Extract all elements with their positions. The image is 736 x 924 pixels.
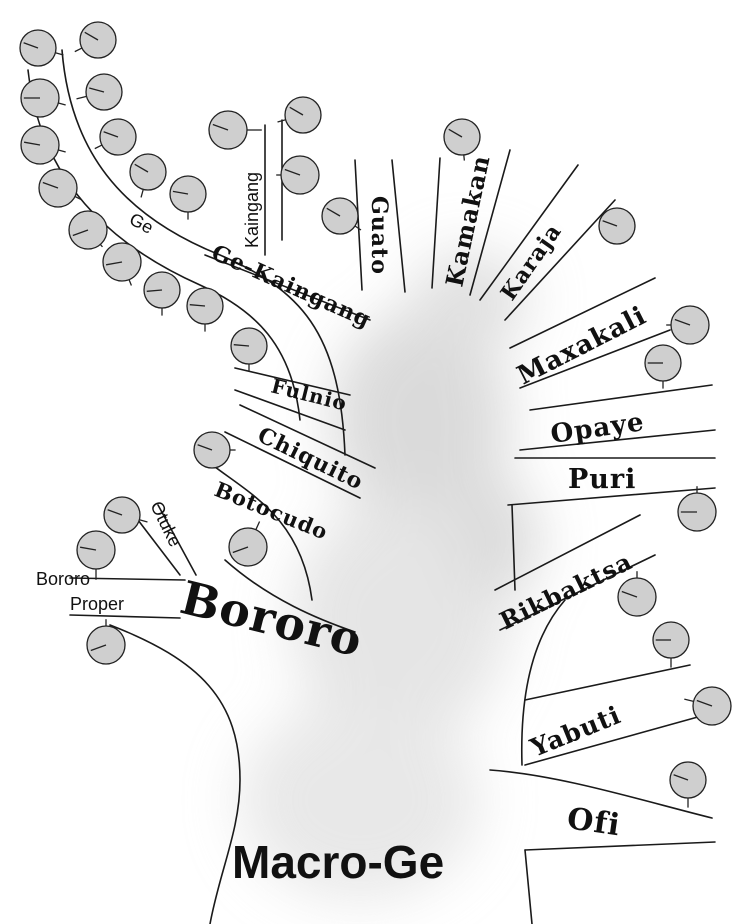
leaf-node <box>209 111 262 149</box>
leaf-node <box>95 119 136 155</box>
leaf-node <box>653 622 689 668</box>
leaf-stem <box>77 96 87 99</box>
leaf-stem <box>141 189 143 197</box>
label-bororo-proper-line2: Proper <box>70 594 124 614</box>
leaf-stem <box>95 145 102 149</box>
bororo-proper-bottom <box>70 615 180 618</box>
leaf-node <box>599 208 635 244</box>
label-otuke: Otuke <box>146 498 185 550</box>
leaf-node <box>21 126 66 164</box>
leaf-stem <box>684 699 693 701</box>
label-ge-kaingang: Ge-Kaingang <box>208 240 375 334</box>
label-bororo-proper-line1: Bororo <box>36 569 90 589</box>
leaf-node <box>194 432 236 468</box>
leaf-node <box>21 79 66 117</box>
label-opaye: Opaye <box>549 407 647 450</box>
leaf-node <box>231 328 267 372</box>
leaf-node <box>69 211 107 249</box>
leaf-node <box>77 74 122 110</box>
trunk-shading <box>240 250 540 900</box>
label-puri: Puri <box>568 464 636 495</box>
label-macro-ge: Macro-Ge <box>232 836 444 888</box>
leaf-node <box>678 486 716 531</box>
label-kaingang: Kaingang <box>242 172 262 248</box>
ofi-bottom <box>525 842 715 850</box>
label-ofi: Ofi <box>565 801 623 843</box>
leaf-node <box>103 243 141 286</box>
leaf-node <box>104 497 147 533</box>
bororo-outer <box>110 625 240 924</box>
leaf-node <box>322 198 361 234</box>
leaf-node <box>278 97 321 133</box>
leaf-stem <box>75 48 82 52</box>
yabuti-top <box>525 665 690 700</box>
leaf-node <box>130 154 166 197</box>
leaf-node <box>75 22 116 58</box>
trunk-right <box>525 850 532 924</box>
leaf-node <box>645 345 681 389</box>
leaf-stem <box>464 155 465 161</box>
leaf-node <box>87 619 125 664</box>
leaf-node <box>39 169 81 207</box>
leaf-stem <box>129 280 131 286</box>
label-yabuti: Yabuti <box>525 700 625 763</box>
leaf-stem <box>139 520 147 522</box>
opaye-top <box>530 385 712 410</box>
leaf-node <box>144 272 180 316</box>
leaf-node <box>187 288 223 332</box>
leaf-node <box>20 30 63 66</box>
leaf-stem <box>256 522 260 530</box>
label-ge: Ge <box>126 209 157 238</box>
leaf-stem <box>58 103 65 105</box>
leaf-node <box>670 762 706 808</box>
leaf-node <box>229 522 267 566</box>
guato-right <box>392 160 405 292</box>
label-guato: Guato <box>366 196 392 275</box>
leaf-node <box>666 306 709 344</box>
leaf-stem <box>58 150 65 152</box>
label-botocudo: Botocudo <box>211 476 332 544</box>
leaf-node <box>170 176 206 220</box>
